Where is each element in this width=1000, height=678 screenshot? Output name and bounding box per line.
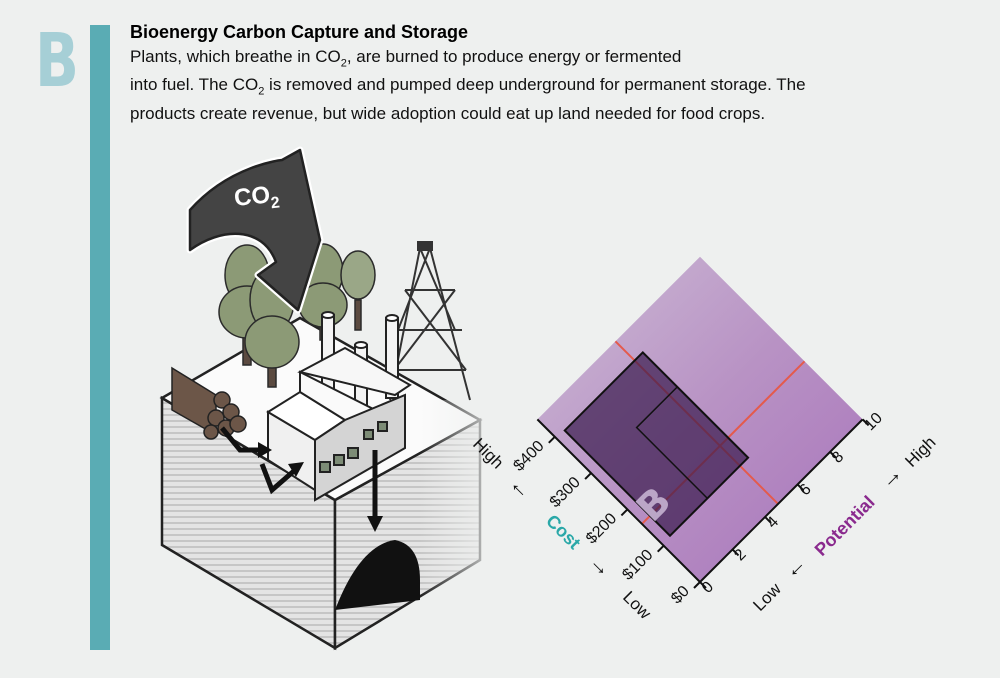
potential-high-arrow: → xyxy=(874,460,907,493)
co2-intake-arrow: CO2 xyxy=(186,146,324,314)
potential-tick-mark xyxy=(861,418,870,427)
cost-tick-label: $100 xyxy=(619,546,656,583)
range-box-inner xyxy=(635,385,750,500)
drilling-tower xyxy=(389,241,471,401)
description-line-3: products create revenue, but wide adopti… xyxy=(130,103,766,123)
potential-low-label: Low xyxy=(749,579,785,615)
cost-tick-mark xyxy=(548,436,556,444)
factory xyxy=(266,311,412,502)
potential-tick-mark xyxy=(699,581,707,589)
potential-tick-mark xyxy=(764,516,772,524)
cost-tick-label: $200 xyxy=(583,510,620,547)
log-pile xyxy=(171,366,247,440)
potential-tick-label: 2 xyxy=(731,546,749,564)
co2-arrow-text: CO xyxy=(233,181,272,212)
trees xyxy=(218,243,376,388)
cost-axis-title: Cost xyxy=(542,511,584,553)
flow-arrows xyxy=(220,426,383,532)
cost-low-label: Low xyxy=(619,587,655,623)
panel-description: Plants, which breathe in CO2, are burned… xyxy=(130,46,950,125)
accent-bar xyxy=(90,25,110,650)
potential-tick-mark xyxy=(796,483,805,492)
cost-tick-label: $0 xyxy=(668,583,693,608)
potential-tick-label: 10 xyxy=(861,410,886,435)
potential-tick-label: 8 xyxy=(829,448,847,466)
cost-tick-mark xyxy=(693,581,701,589)
potential-high-label: High xyxy=(901,433,939,471)
potential-tick-mark xyxy=(731,548,740,557)
cost-tick-label: $300 xyxy=(547,474,584,511)
cost-tick-mark xyxy=(656,544,665,553)
potential-tick-label: 4 xyxy=(764,513,782,531)
co2-arrow-subscript: 2 xyxy=(270,194,281,212)
cost-low-arrow: → xyxy=(584,549,617,582)
potential-axis-line xyxy=(699,418,864,583)
description-line-1: Plants, which breathe in CO2, are burned… xyxy=(130,47,682,70)
description-line-2: into fuel. The CO2 is removed and pumped… xyxy=(130,75,806,98)
svg-text:CO2: CO2 xyxy=(233,180,281,216)
cost-tick-label: $400 xyxy=(510,438,547,475)
potential-axis-title: Potential xyxy=(811,492,879,560)
potential-tick-label: 0 xyxy=(699,578,717,596)
potential-tick-mark xyxy=(829,451,837,459)
panel-letter: B xyxy=(35,18,79,104)
cost-axis-line xyxy=(536,418,701,583)
potential-tick-label: 6 xyxy=(796,481,814,499)
panel-title: Bioenergy Carbon Capture and Storage xyxy=(130,22,469,42)
cost-tick-mark xyxy=(584,472,592,480)
potential-low-arrow: ← xyxy=(778,550,811,583)
cost-tick-mark xyxy=(620,508,629,517)
bioenergy-illustration: CO2 xyxy=(159,146,510,651)
